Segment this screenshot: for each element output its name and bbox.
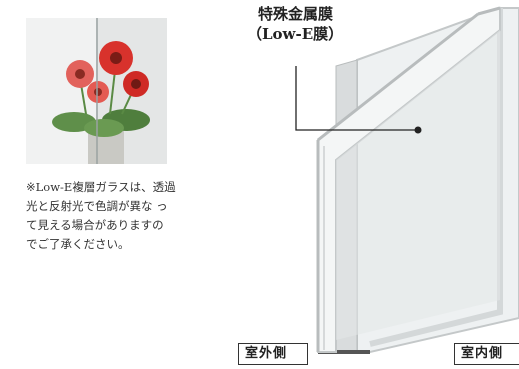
low-e-marker-dot — [414, 126, 422, 134]
film-label-subtitle: （Low-E膜） — [247, 25, 344, 43]
flower-photo — [26, 18, 167, 164]
outdoor-side-label: 室外側 — [238, 343, 308, 365]
glass-interior — [336, 30, 500, 340]
caption-note: ※Low-E複層ガラスは、透過 光と反射光で色調が異な っ て見える場合がありま… — [26, 180, 176, 251]
flower-illustration — [26, 18, 167, 164]
low-e-leader-line — [295, 66, 418, 131]
indoor-side-label: 室内側 — [454, 343, 519, 365]
film-label-title: 特殊金属膜 — [258, 5, 334, 23]
